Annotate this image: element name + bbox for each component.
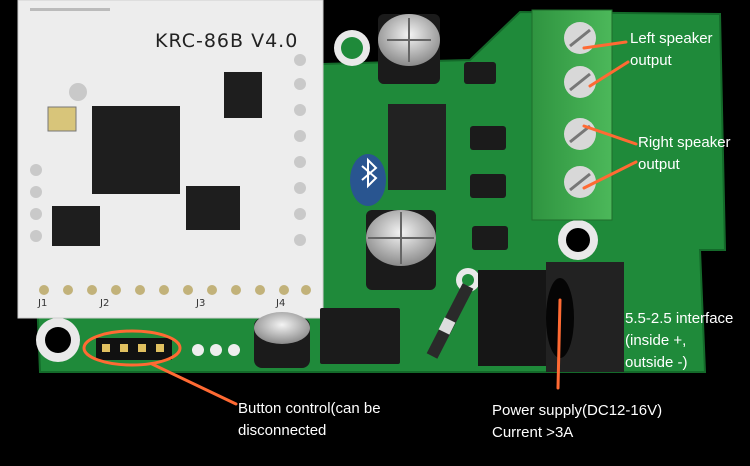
amp-chip — [388, 104, 446, 190]
inductors — [320, 62, 508, 364]
bluetooth-module — [17, 0, 324, 319]
capacitor-middle — [366, 210, 436, 290]
header-j2: J2 — [100, 298, 110, 309]
dc-jack — [478, 262, 624, 372]
button-header — [96, 338, 240, 360]
header-j3: J3 — [196, 298, 206, 309]
left-speaker-label: Left speaker output — [630, 30, 713, 69]
power-supply-label: Power supply(DC12-16V) Current >3A — [492, 402, 663, 441]
module-title: KRC-86B V4.0 — [155, 30, 299, 52]
header-j1: J1 — [38, 298, 48, 309]
callout-lines — [82, 40, 638, 406]
screw-terminal — [531, 9, 613, 221]
interface-label: 5.5-2.5 interface (inside +, outside -) — [625, 310, 734, 371]
header-j4: J4 — [276, 298, 286, 309]
right-speaker-label: Right speaker output — [638, 134, 731, 173]
capacitor-top — [378, 14, 440, 84]
capacitor-small — [254, 312, 310, 368]
button-control-label: Button control(can be disconnected — [238, 400, 381, 439]
